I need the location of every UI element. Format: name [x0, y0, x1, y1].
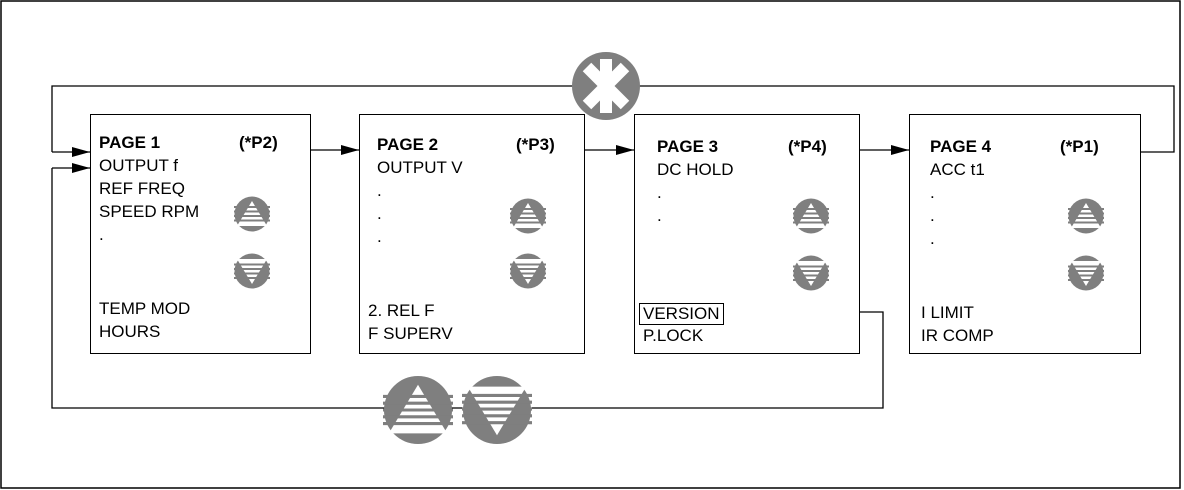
page-2-title: PAGE 2: [377, 135, 439, 154]
up-arrow-icon: [510, 198, 546, 234]
version-menu-item[interactable]: VERSION: [639, 303, 724, 325]
page-1-line-1: OUTPUT f: [99, 156, 179, 175]
up-arrow-button-icon[interactable]: [234, 196, 270, 232]
page-4-line-3: .: [930, 206, 935, 225]
down-arrow-button-icon[interactable]: [510, 253, 546, 289]
page-2-line-7: 2. REL F: [368, 301, 435, 320]
page-1-code: (*P2): [239, 133, 278, 152]
page-2-line-1: OUTPUT V: [377, 158, 463, 177]
up-arrow-button-icon[interactable]: [1068, 198, 1104, 234]
up-arrow-icon: [793, 198, 829, 234]
page-4-title: PAGE 4: [930, 137, 992, 156]
bottom-down-arrow-button-icon[interactable]: [462, 375, 532, 445]
down-arrow-icon: [1068, 255, 1104, 291]
page-1-line-7: TEMP MOD: [99, 299, 191, 318]
down-arrow-button-icon[interactable]: [793, 255, 829, 291]
page-1-line-3: SPEED RPM: [99, 202, 200, 221]
page-2-box: PAGE 2 (*P3) OUTPUT V . . . 2. REL F F S…: [359, 114, 585, 354]
up-arrow-icon: [234, 196, 270, 232]
page-2-line-8: F SUPERV: [368, 324, 453, 343]
page-2-line-2: .: [377, 181, 382, 200]
page-2-line-3: .: [377, 204, 382, 223]
up-arrow-button-icon[interactable]: [510, 198, 546, 234]
page-4-box: PAGE 4 (*P1) ACC t1 . . . I LIMIT IR COM…: [909, 114, 1141, 354]
page-4-line-8: IR COMP: [921, 326, 994, 345]
page-1-line-4: .: [99, 225, 104, 244]
page-2-code: (*P3): [516, 135, 555, 154]
page-1-line-2: REF FREQ: [99, 179, 185, 198]
page-1-box: PAGE 1 (*P2) OUTPUT f REF FREQ SPEED RPM…: [90, 114, 311, 354]
down-arrow-icon: [793, 255, 829, 291]
page-4-line-2: .: [930, 183, 935, 202]
down-arrow-button-icon[interactable]: [234, 253, 270, 289]
loop-top-line: [51, 85, 1175, 153]
page-1-line-8: HOURS: [99, 322, 161, 341]
page-4-line-7: I LIMIT: [921, 303, 974, 322]
up-arrow-icon: [1068, 198, 1104, 234]
asterisk-icon: [572, 52, 640, 120]
page-3-title: PAGE 3: [657, 137, 719, 156]
page-4-line-4: .: [930, 229, 935, 248]
up-arrow-icon: [383, 375, 453, 445]
page-3-box: PAGE 3 (*P4) DC HOLD . . VERSION P.LOCK: [634, 114, 860, 354]
page-3-code: (*P4): [788, 137, 827, 156]
page-3-line-2: .: [657, 183, 662, 202]
page-3-line-1: DC HOLD: [657, 160, 734, 179]
page-4-line-1: ACC t1: [930, 160, 985, 179]
down-arrow-icon: [234, 253, 270, 289]
page-3-line-3: .: [657, 206, 662, 225]
down-arrow-icon: [462, 375, 532, 445]
page-1-title: PAGE 1: [99, 133, 161, 152]
bottom-up-arrow-button-icon[interactable]: [383, 375, 453, 445]
page-4-code: (*P1): [1060, 137, 1099, 156]
page-3-line-8: P.LOCK: [643, 326, 704, 345]
page-2-line-4: .: [377, 227, 382, 246]
down-arrow-icon: [510, 253, 546, 289]
down-arrow-button-icon[interactable]: [1068, 255, 1104, 291]
star-button-icon[interactable]: [571, 51, 641, 121]
up-arrow-button-icon[interactable]: [793, 198, 829, 234]
